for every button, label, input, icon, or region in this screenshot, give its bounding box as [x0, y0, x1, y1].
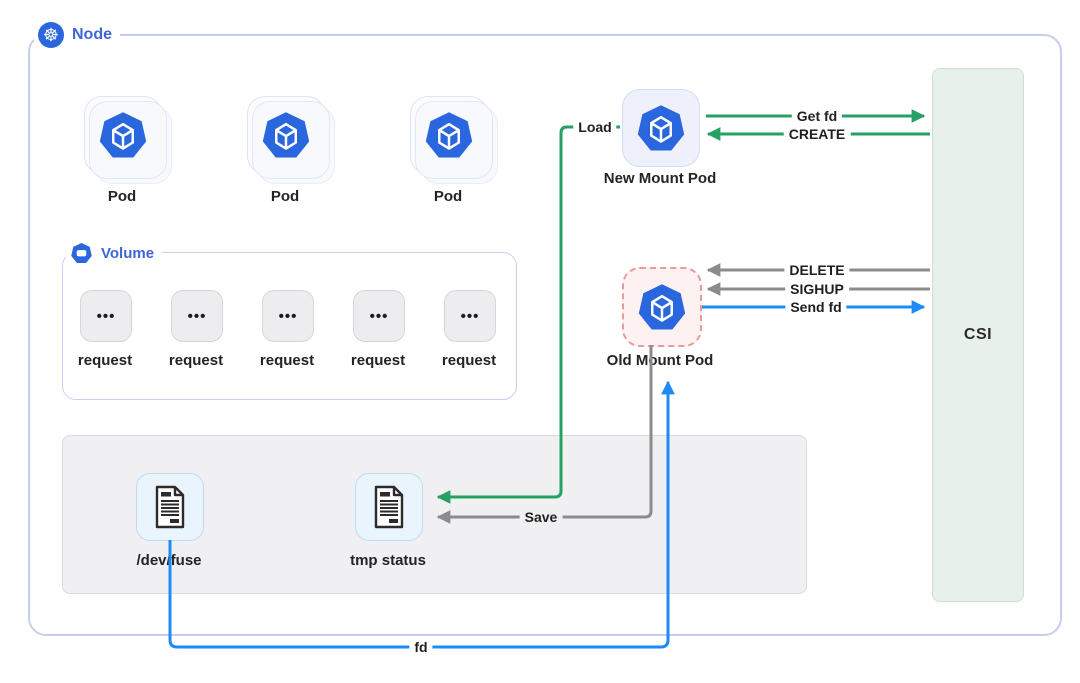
dev-fuse-label: /dev/fuse [136, 552, 202, 569]
node-label: ☸ Node [34, 21, 120, 49]
kubernetes-node-icon: ☸ [38, 22, 64, 48]
request-label: request [77, 352, 133, 369]
csi-box: CSI [932, 68, 1024, 602]
get-fd-arrow-label: Get fd [791, 108, 843, 124]
pod-icon [424, 111, 474, 159]
request-label: request [168, 352, 224, 369]
volume-request-card: ••• [171, 290, 223, 342]
new-mount-pod-label: New Mount Pod [603, 170, 717, 187]
load-arrow-label: Load [573, 119, 617, 135]
volume-icon [71, 242, 92, 263]
dev-fuse-card [136, 473, 204, 541]
fd-arrow-label: fd [409, 639, 433, 655]
ellipsis-icon: ••• [187, 307, 207, 325]
pod-label: Pod [270, 188, 300, 205]
pod-label: Pod [107, 188, 137, 205]
volume-request-card: ••• [444, 290, 496, 342]
save-arrow-label: Save [519, 509, 563, 525]
pod-icon [637, 283, 687, 331]
send-fd-arrow-label: Send fd [785, 299, 847, 315]
pod-icon [261, 111, 311, 159]
delete-arrow-label: DELETE [784, 262, 850, 278]
pod-label: Pod [433, 188, 463, 205]
sighup-arrow-label: SIGHUP [785, 281, 849, 297]
pod-card [247, 96, 325, 174]
request-label: request [441, 352, 497, 369]
request-label: request [350, 352, 406, 369]
ellipsis-icon: ••• [278, 307, 298, 325]
file-icon [374, 485, 404, 529]
volume-request-card: ••• [353, 290, 405, 342]
volume-request-card: ••• [80, 290, 132, 342]
pod-icon [98, 111, 148, 159]
volume-request-card: ••• [262, 290, 314, 342]
old-mount-pod-label: Old Mount Pod [606, 352, 714, 369]
tmp-status-card [355, 473, 423, 541]
tmp-status-label: tmp status [350, 552, 426, 569]
old-mount-pod-card [622, 267, 702, 347]
create-arrow-label: CREATE [783, 126, 851, 142]
pod-card [410, 96, 488, 174]
new-mount-pod-card [622, 89, 700, 167]
ellipsis-icon: ••• [96, 307, 116, 325]
csi-label: CSI [963, 326, 993, 343]
volume-label: Volume [66, 241, 163, 265]
pod-card [84, 96, 162, 174]
ellipsis-icon: ••• [460, 307, 480, 325]
pod-icon [636, 104, 686, 152]
ellipsis-icon: ••• [369, 307, 389, 325]
request-label: request [259, 352, 315, 369]
node-label-text: Node [72, 26, 112, 43]
volume-label-text: Volume [101, 244, 155, 262]
file-icon [155, 485, 185, 529]
